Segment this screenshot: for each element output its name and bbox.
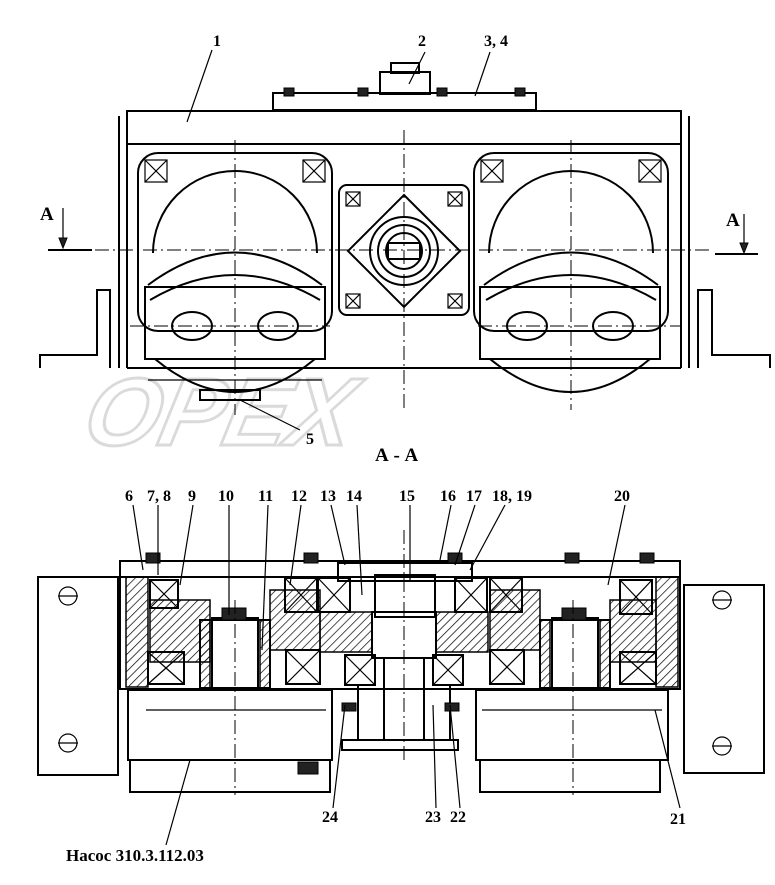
callout-18-19: 18, 19: [492, 488, 532, 505]
callout-17: 17: [466, 488, 482, 505]
top-cover-plate: [272, 92, 537, 111]
watermark: OPEX: [74, 356, 372, 467]
callout-24: 24: [322, 809, 338, 826]
callout-11: 11: [258, 488, 273, 505]
left-gear-group: [125, 552, 321, 691]
callout-21: 21: [670, 811, 686, 828]
callouts-section-bottom: 24 23 22 21: [322, 809, 686, 828]
left-bracket: [37, 576, 119, 776]
section-housing-body: [119, 576, 681, 690]
section-view: [37, 504, 765, 846]
drain-plug-5: [199, 389, 261, 401]
callout-12: 12: [291, 488, 307, 505]
lower-left-pump: [127, 689, 333, 793]
top-fitting-cap: [390, 62, 420, 74]
callout-3-4: 3, 4: [484, 33, 508, 50]
section-mark-right: А: [726, 210, 740, 231]
pump-caption: Насос 310.3.112.03: [66, 846, 204, 865]
watermark-text: OPEX: [76, 358, 371, 466]
central-shaft-group: [317, 552, 489, 751]
callout-16: 16: [440, 488, 456, 505]
callout-7-8: 7, 8: [147, 488, 171, 505]
callout-13: 13: [320, 488, 336, 505]
lower-right-pump: [475, 689, 669, 793]
callouts-section-top: 6 7, 8 9 10 11 12 13 14 15 16 17 18, 19 …: [125, 488, 630, 505]
callout-23: 23: [425, 809, 441, 826]
section-leaders: [132, 504, 681, 846]
callout-10: 10: [218, 488, 234, 505]
callout-6: 6: [125, 488, 133, 505]
right-bracket: [683, 584, 765, 774]
callout-9: 9: [188, 488, 196, 505]
callout-5: 5: [306, 431, 314, 448]
left-mount-foot: [39, 289, 111, 368]
callout-15: 15: [399, 488, 415, 505]
callout-22: 22: [450, 809, 466, 826]
cover-bolts: [283, 87, 526, 97]
top-fitting-2: [379, 71, 431, 95]
callout-1: 1: [213, 33, 221, 50]
callout-2: 2: [418, 33, 426, 50]
section-mark-left: А: [40, 204, 54, 225]
right-gear-group: [489, 552, 679, 691]
callout-14: 14: [346, 488, 362, 505]
right-mount-foot: [697, 289, 771, 368]
callouts-top-view: 1 2 3, 4 5: [213, 33, 508, 448]
section-title: А - А: [375, 445, 419, 466]
callout-20: 20: [614, 488, 630, 505]
top-view: [39, 49, 771, 431]
